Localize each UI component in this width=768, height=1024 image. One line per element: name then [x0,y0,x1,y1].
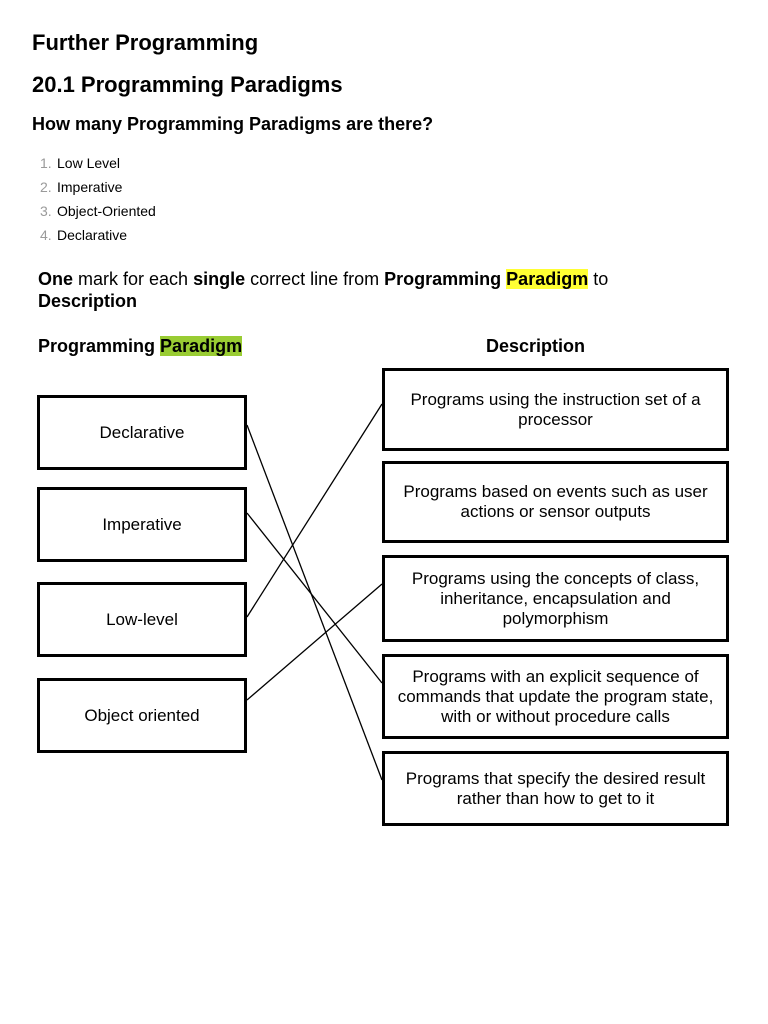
page-title: Further Programming [32,30,259,55]
instr-bold-single: single [193,269,246,289]
instr-text: mark for each [73,269,194,289]
paradigm-box-object-oriented: Object oriented [37,678,247,753]
list-number: 3. [40,203,52,219]
right-column-header: Description [486,336,586,356]
list-number: 2. [40,179,52,195]
list-item: 3. Object-Oriented [32,201,156,225]
description-box: Programs using the instruction set of a … [382,368,729,451]
paradigm-box-imperative: Imperative [37,487,247,562]
description-box: Programs using the concepts of class, in… [382,555,729,642]
paradigm-box-low-level: Low-level [37,582,247,657]
instr-highlight-paradigm: Paradigm [506,269,589,289]
instr-bold-one: One [38,269,74,289]
section-title: 20.1 Programming Paradigms [32,72,343,97]
list-item-text: Imperative [57,179,123,195]
list-number: 4. [40,227,52,243]
connector-object-oriented [246,583,383,701]
instr-bold-programming: Programming [384,269,502,289]
header-text: Programming [38,336,156,356]
left-column-header: Programming Paradigm [38,336,243,357]
question-heading: How many Programming Paradigms are there… [32,114,434,134]
paradigm-box-declarative: Declarative [37,395,247,470]
instr-text: to [588,269,609,289]
connector-imperative [246,512,383,684]
instr-text: correct line from [245,269,385,289]
list-item: 2. Imperative [32,177,156,201]
list-item-text: Declarative [57,227,128,243]
connector-declarative [246,424,383,781]
list-item-text: Object-Oriented [57,203,156,219]
description-box: Programs based on events such as user ac… [382,461,729,543]
description-box: Programs with an explicit sequence of co… [382,654,729,739]
description-box: Programs that specify the desired result… [382,751,729,826]
mark-scheme-instruction: One mark for each single correct line fr… [38,268,738,312]
list-item: 1. Low Level [32,153,156,177]
paradigm-list: 1. Low Level 2. Imperative 3. Object-Orient… [32,153,156,249]
connector-low-level [246,403,383,618]
list-item-text: Low Level [57,155,121,171]
header-highlight: Paradigm [160,336,243,356]
list-number: 1. [40,155,52,171]
instr-bold-description: Description [38,291,138,311]
list-item: 4. Declarative [32,225,156,249]
